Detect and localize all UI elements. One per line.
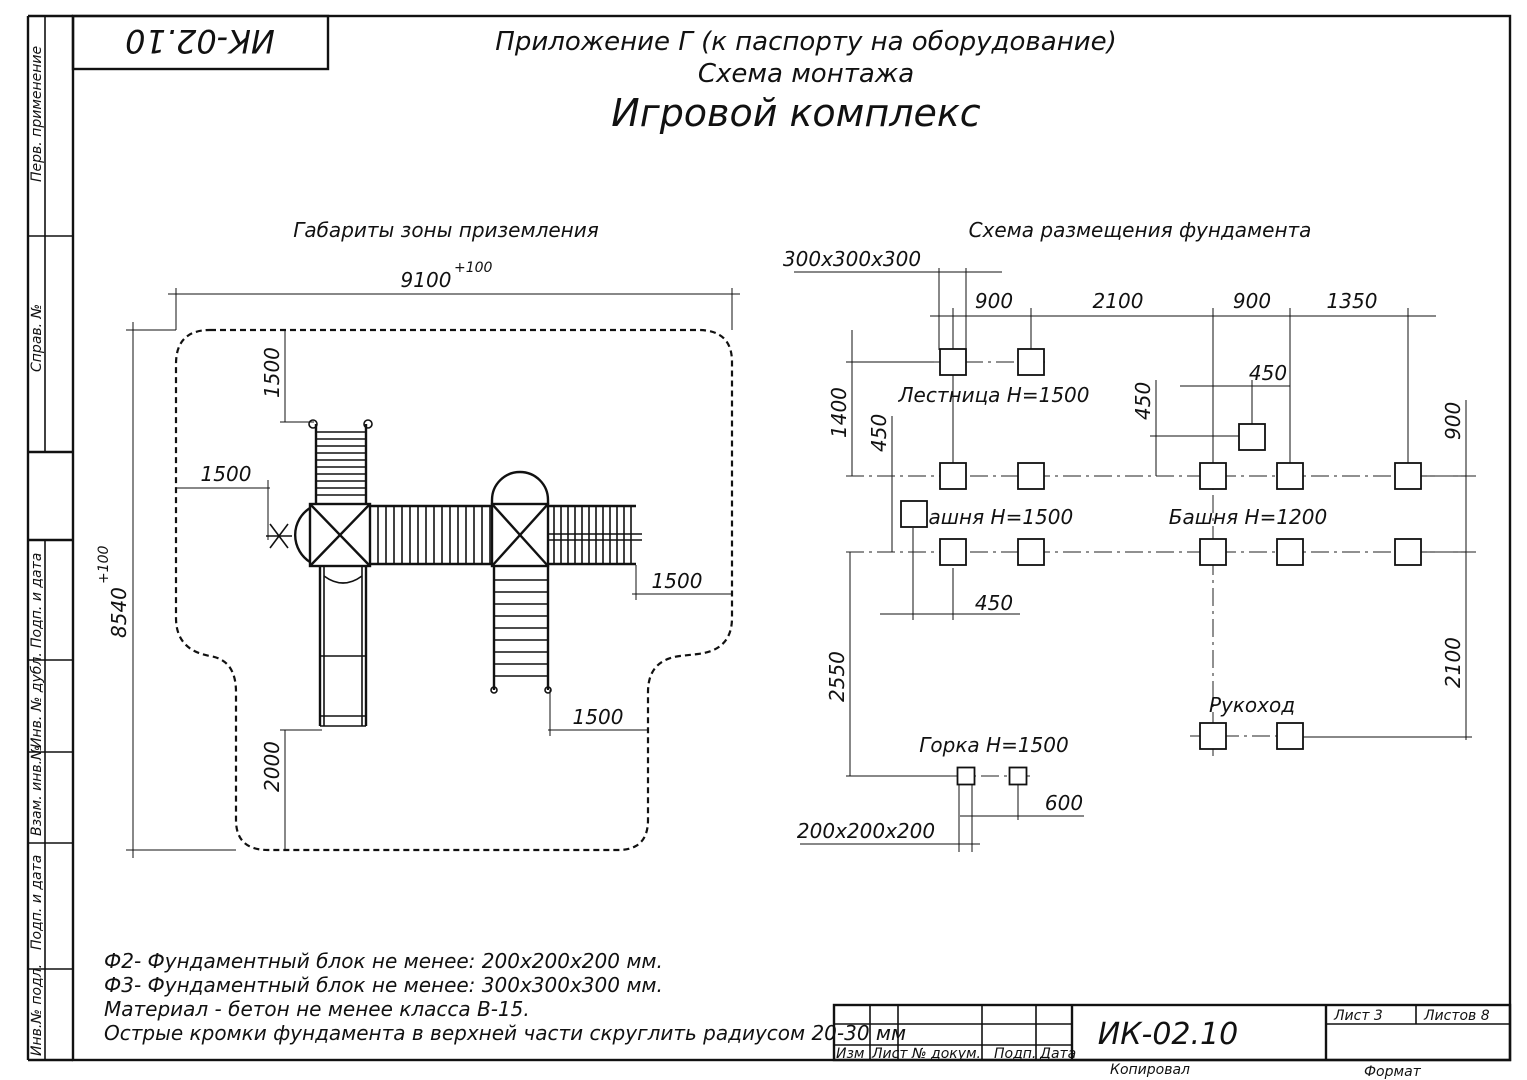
dim-450-v-mid: 450 — [1131, 382, 1155, 420]
stamp-box: ИК-02.10 — [71, 14, 330, 71]
title-block: Изм Лист № докум. Подп. Дата ИК-02.10 Ли… — [832, 1003, 1512, 1080]
label-tower-1200: Башня Н=1200 — [1169, 505, 1327, 529]
foundation-block-300 — [1017, 348, 1045, 376]
foundation-blocks — [900, 348, 1422, 786]
side-label-vzam: Взам. инв.№ — [29, 745, 45, 836]
dim-600: 600 — [1045, 791, 1083, 815]
label-ladder: Лестница Н=1500 — [898, 383, 1090, 407]
note-3: Материал - бетон не менее класса В-15. — [104, 997, 530, 1021]
dim-1400: 1400 — [827, 387, 851, 438]
foundation-block-300 — [1199, 462, 1227, 490]
foundation-block-300 — [939, 462, 967, 490]
monkey-bars — [548, 504, 642, 566]
foundation-block-300 — [1017, 462, 1045, 490]
label-tower-1500: Башня Н=1500 — [915, 505, 1073, 529]
foundation-block-200 — [1008, 766, 1028, 786]
dim-1350: 1350 — [1327, 289, 1378, 313]
sheet-frame — [26, 14, 1512, 1062]
side-label-perv: Перв. применение — [29, 46, 45, 182]
notes: Ф2- Фундаментный блок не менее: 200х200х… — [104, 949, 906, 1045]
dim-900-a: 900 — [975, 289, 1013, 313]
col-izm: Изм — [836, 1046, 865, 1062]
foundation-block-300 — [1276, 462, 1304, 490]
dim-450-h-mid: 450 — [1249, 361, 1287, 385]
copied-label: Копировал — [1110, 1062, 1190, 1078]
foundation-block-300 — [1238, 423, 1266, 451]
foundation-block-300 — [1394, 538, 1422, 566]
dim-right-bottom-gap: 1500 — [573, 705, 624, 729]
header-line1: Приложение Г (к паспорту на оборудование… — [495, 27, 1116, 57]
foundation-title: Схема размещения фундамента — [969, 218, 1312, 242]
dim-900-v-right: 900 — [1441, 402, 1465, 440]
tower-1500 — [266, 502, 372, 568]
header-line2: Схема монтажа — [698, 59, 914, 89]
foundation-layout-view: Схема размещения фундамента 300х300х300 … — [783, 218, 1476, 852]
page-title: Игровой комплекс — [611, 91, 981, 135]
side-label-podp-data-top: Подп. и дата — [29, 553, 45, 648]
dim-width-tol: +100 — [454, 260, 493, 276]
ladder-bottom — [490, 566, 552, 694]
landing-zone-view: Габариты зоны приземления 9100 +100 8540… — [96, 218, 740, 858]
label-slide: Горка Н=1500 — [919, 733, 1068, 757]
col-data: Дата — [1039, 1046, 1076, 1062]
side-label-inv-podl: Инв.№ подл. — [29, 964, 45, 1056]
dim-bottom-gap: 2000 — [260, 741, 284, 792]
block-top-label: 300х300х300 — [783, 247, 921, 271]
dim-2100-a: 2100 — [1093, 289, 1144, 313]
foundation-block-300 — [1276, 538, 1304, 566]
stamp-code: ИК-02.10 — [125, 22, 275, 60]
landing-zone-title: Габариты зоны приземления — [293, 218, 599, 242]
col-dokum: № докум. — [911, 1046, 981, 1062]
foundation-block-300 — [939, 348, 967, 376]
sheet-number: Лист 3 — [1333, 1008, 1383, 1024]
dim-width: 9100 — [401, 268, 452, 292]
ladder-top — [308, 419, 373, 504]
label-monkey-bars: Рукоход — [1209, 693, 1295, 717]
dim-2100-v-right: 2100 — [1441, 637, 1465, 688]
dim-right-gap: 1500 — [652, 569, 703, 593]
foundation-block-300 — [939, 538, 967, 566]
dim-900-b: 900 — [1233, 289, 1271, 313]
dim-top-gap: 1500 — [260, 347, 284, 398]
foundation-block-300 — [900, 500, 928, 528]
sheets-total: Листов 8 — [1423, 1008, 1490, 1024]
dim-450-v-left: 450 — [867, 414, 891, 452]
header: Приложение Г (к паспорту на оборудование… — [495, 27, 1116, 135]
foundation-block-300 — [1276, 722, 1304, 750]
tower-1200 — [490, 470, 550, 568]
note-1: Ф2- Фундаментный блок не менее: 200х200х… — [104, 949, 663, 973]
col-podp: Подп. — [994, 1046, 1036, 1062]
title-block-code: ИК-02.10 — [1098, 1017, 1238, 1052]
foundation-block-300 — [1199, 722, 1227, 750]
bridge — [370, 504, 492, 566]
side-label-inv-dubl: Инв. № дубл. — [29, 652, 45, 748]
foundation-block-200 — [956, 766, 976, 786]
side-label-podp-data-bottom: Подп. и дата — [29, 855, 45, 950]
col-list: Лист — [871, 1046, 908, 1062]
foundation-block-300 — [1394, 462, 1422, 490]
note-4: Острые кромки фундамента в верхней части… — [104, 1021, 906, 1045]
foundation-block-300 — [1199, 538, 1227, 566]
play-equipment — [266, 419, 642, 727]
dim-height-tol: +100 — [96, 545, 112, 584]
slide — [318, 566, 368, 727]
side-label-sprav: Справ. № — [29, 304, 45, 372]
dim-2550: 2550 — [825, 651, 849, 702]
foundation-block-300 — [1017, 538, 1045, 566]
side-labels: Перв. применение Справ. № Подп. и дата И… — [29, 46, 45, 1056]
format-label: Формат — [1364, 1064, 1422, 1080]
dim-left-gap: 1500 — [201, 462, 252, 486]
dim-450-h-bottom: 450 — [975, 591, 1013, 615]
block-bottom-label: 200х200х200 — [797, 819, 935, 843]
landing-zone-outline — [174, 328, 734, 852]
dim-height: 8540 — [107, 587, 131, 638]
note-2: Ф3- Фундаментный блок не менее: 300х300х… — [104, 973, 663, 997]
